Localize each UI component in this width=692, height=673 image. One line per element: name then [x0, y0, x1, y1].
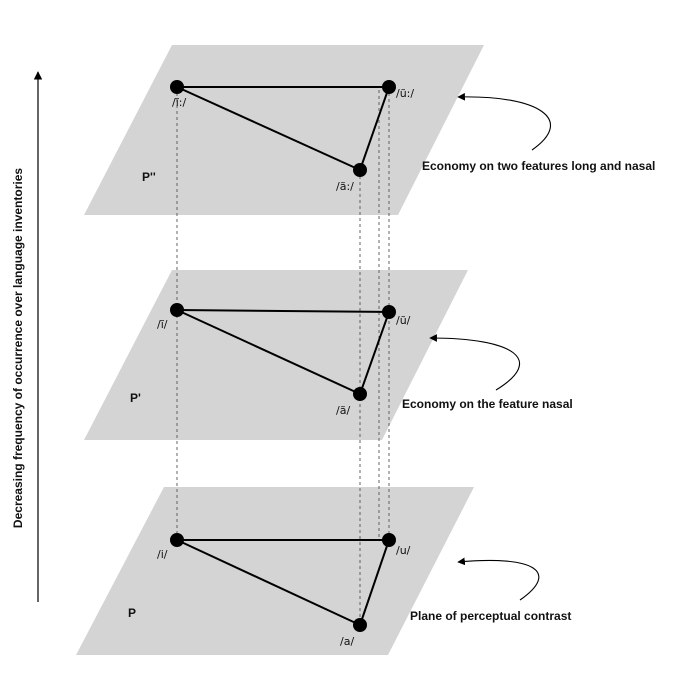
- edge-middle-left: [176, 309, 361, 395]
- label-top-right: /ũ:/: [396, 87, 414, 100]
- projection-lines: [176, 87, 390, 625]
- axis-label: Decreasing frequency of occurrence over …: [11, 168, 25, 528]
- node-middle-right: [382, 305, 396, 319]
- edge-middle-right: [359, 311, 390, 395]
- node-bottom-bottom: [353, 618, 367, 632]
- node-bottom-right: [382, 533, 396, 547]
- node-bottom-left: [170, 533, 184, 547]
- label-top-left: /ĩ:/: [172, 96, 186, 109]
- plane-name-bottom: P: [128, 606, 136, 620]
- edge-top-left: [176, 86, 361, 171]
- node-top-right: [382, 80, 396, 94]
- label-middle-left: /ĩ/: [157, 318, 168, 331]
- node-top-bottom: [353, 163, 367, 177]
- node-middle-left: [170, 303, 184, 317]
- triangle-bottom: [170, 533, 396, 632]
- triangle-middle: [170, 303, 396, 401]
- annotation-text-bottom: Plane of perceptual contrast: [410, 609, 571, 623]
- annotation-text-top: Economy on two features long and nasal: [422, 159, 655, 173]
- plane-name-top: P'': [142, 170, 156, 184]
- plane-name-middle: P': [130, 391, 141, 405]
- annotation-top: Economy on two features long and nasal: [422, 92, 655, 173]
- label-bottom-left: /i/: [157, 548, 168, 561]
- annotation-middle: Economy on the feature nasal: [402, 334, 573, 411]
- edge-middle-upper: [176, 309, 390, 313]
- node-labels: /ĩ:/ /ũ:/ /ã:/ /ĩ/ /ũ/ /ã/ /i/ /u/ /a/: [157, 87, 414, 648]
- annotation-bottom: Plane of perceptual contrast: [410, 557, 571, 623]
- node-top-left: [170, 80, 184, 94]
- label-middle-bottom: /ã/: [336, 404, 350, 417]
- vertical-axis: Decreasing frequency of occurrence over …: [11, 71, 43, 602]
- edge-bottom-right: [359, 539, 390, 626]
- annotation-arrow-top: [457, 92, 552, 151]
- label-bottom-bottom: /a/: [340, 635, 354, 648]
- annotation-arrow-bottom: [457, 557, 540, 601]
- label-bottom-right: /u/: [396, 544, 411, 557]
- annotation-text-middle: Economy on the feature nasal: [402, 397, 573, 411]
- triangle-top: [170, 80, 396, 177]
- edge-top-right: [359, 86, 390, 171]
- plane-bottom: [76, 487, 474, 655]
- label-top-bottom: /ã:/: [336, 180, 354, 193]
- plane-top: [84, 45, 484, 215]
- edge-bottom-left: [176, 539, 361, 626]
- node-middle-bottom: [353, 387, 367, 401]
- annotation-arrow-middle: [429, 334, 520, 391]
- label-middle-right: /ũ/: [396, 314, 411, 327]
